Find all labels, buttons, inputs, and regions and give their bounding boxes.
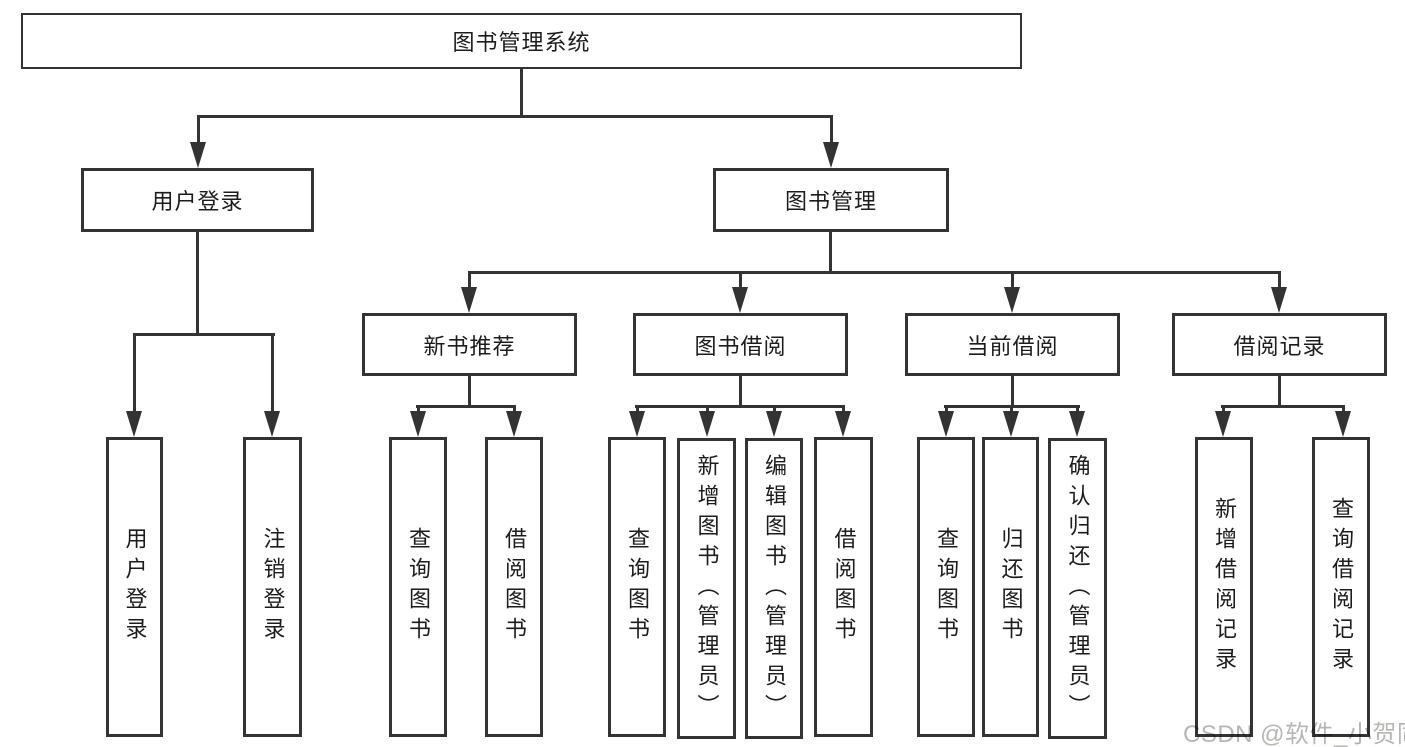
connector-borrow-split xyxy=(635,405,845,408)
leaf-borrow-edit-books-admin-label: 编辑图书（管理员） xyxy=(762,453,787,724)
leaf-logout: 注销登录 xyxy=(243,437,302,737)
leaf-current-query-books: 查询图书 xyxy=(917,437,975,737)
arrow-to-current-borrow xyxy=(1004,287,1020,313)
leaf-records-add-record-label: 新增借阅记录 xyxy=(1212,497,1237,677)
node-book-borrow-label: 图书借阅 xyxy=(694,333,787,359)
arrow-to-book-management xyxy=(823,142,839,168)
leaf-current-confirm-return-admin: 确认归还（管理员） xyxy=(1048,438,1107,739)
node-book-management-label: 图书管理 xyxy=(784,189,877,214)
leaf-current-return-books-label: 归还图书 xyxy=(998,527,1024,647)
connector-to-user-login xyxy=(197,115,200,147)
node-new-book-recommend: 新书推荐 xyxy=(362,313,577,376)
arrow-to-borrow-query xyxy=(629,411,645,437)
connector-user-login-stem xyxy=(196,232,199,336)
connector-to-leaf-logout xyxy=(271,333,274,415)
leaf-borrow-query-books-label: 查询图书 xyxy=(625,527,650,647)
leaf-borrow-borrow-books-label: 借阅图书 xyxy=(831,527,857,647)
leaf-recommend-borrow-books: 借阅图书 xyxy=(485,437,543,737)
node-user-login: 用户登录 xyxy=(81,168,314,232)
leaf-recommend-query-books: 查询图书 xyxy=(389,437,447,737)
connector-to-book-borrow xyxy=(739,271,742,293)
leaf-logout-label: 注销登录 xyxy=(260,527,286,647)
node-current-borrow: 当前借阅 xyxy=(905,313,1120,376)
leaf-user-login-label: 用户登录 xyxy=(122,527,148,647)
arrow-to-records-add xyxy=(1215,411,1231,437)
leaf-current-query-books-label: 查询图书 xyxy=(934,527,959,647)
watermark: CSDN @软件_小贺同学 xyxy=(1183,721,1405,747)
connector-current-stem xyxy=(1011,376,1014,408)
connector-root-split xyxy=(197,115,833,118)
arrow-to-borrow-edit xyxy=(766,411,782,437)
connector-book-management-split xyxy=(468,271,1281,274)
arrow-to-current-query xyxy=(938,411,954,437)
node-new-book-recommend-label: 新书推荐 xyxy=(423,333,516,359)
connector-to-current-borrow xyxy=(1011,271,1014,293)
leaf-records-add-record: 新增借阅记录 xyxy=(1195,437,1253,737)
leaf-current-confirm-return-admin-label: 确认归还（管理员） xyxy=(1065,453,1091,724)
arrow-to-leaf-user-login xyxy=(126,411,142,437)
leaf-borrow-borrow-books: 借阅图书 xyxy=(814,437,873,737)
arrow-to-new-book-recommend xyxy=(461,287,477,313)
leaf-borrow-query-books: 查询图书 xyxy=(608,437,666,737)
arrow-to-borrow-borrow xyxy=(835,411,851,437)
connector-to-leaf-user-login xyxy=(133,333,136,415)
connector-to-book-management xyxy=(830,115,833,147)
arrow-to-current-return xyxy=(1003,411,1019,437)
arrow-to-recommend-query xyxy=(410,411,426,437)
arrow-to-user-login xyxy=(190,142,206,168)
connector-to-borrow-records xyxy=(1278,271,1281,293)
arrow-to-records-query xyxy=(1335,411,1351,437)
connector-records-stem xyxy=(1278,376,1281,408)
connector-root-stem xyxy=(520,69,523,118)
leaf-records-query-record-label: 查询借阅记录 xyxy=(1329,497,1354,677)
connector-user-login-split xyxy=(133,333,275,336)
connector-recommend-stem xyxy=(468,376,471,408)
node-book-management: 图书管理 xyxy=(713,168,949,232)
node-root-label: 图书管理系统 xyxy=(452,30,591,55)
leaf-records-query-record: 查询借阅记录 xyxy=(1312,437,1370,737)
leaf-borrow-add-books-admin: 新增图书（管理员） xyxy=(677,438,736,739)
node-root: 图书管理系统 xyxy=(21,13,1022,69)
arrow-to-book-borrow xyxy=(732,287,748,313)
arrow-to-recommend-borrow xyxy=(506,411,522,437)
connector-recommend-split xyxy=(416,405,516,408)
arrow-to-leaf-logout xyxy=(264,411,280,437)
connector-borrow-stem xyxy=(739,376,742,408)
node-current-borrow-label: 当前借阅 xyxy=(966,333,1059,359)
node-user-login-label: 用户登录 xyxy=(151,189,244,214)
leaf-borrow-edit-books-admin: 编辑图书（管理员） xyxy=(745,438,803,739)
node-book-borrow: 图书借阅 xyxy=(633,313,848,376)
connector-to-new-book-recommend xyxy=(468,271,471,293)
leaf-user-login: 用户登录 xyxy=(106,437,163,737)
arrow-to-borrow-records xyxy=(1271,287,1287,313)
leaf-recommend-query-books-label: 查询图书 xyxy=(406,527,431,647)
leaf-recommend-borrow-books-label: 借阅图书 xyxy=(502,527,527,647)
leaf-borrow-add-books-admin-label: 新增图书（管理员） xyxy=(694,453,720,724)
connector-book-management-stem xyxy=(829,232,832,274)
node-borrow-records: 借阅记录 xyxy=(1172,313,1387,376)
arrow-to-borrow-add xyxy=(699,411,715,437)
node-borrow-records-label: 借阅记录 xyxy=(1233,333,1326,359)
leaf-current-return-books: 归还图书 xyxy=(982,437,1039,737)
arrow-to-current-confirm xyxy=(1069,411,1085,437)
connector-records-split xyxy=(1221,405,1345,408)
